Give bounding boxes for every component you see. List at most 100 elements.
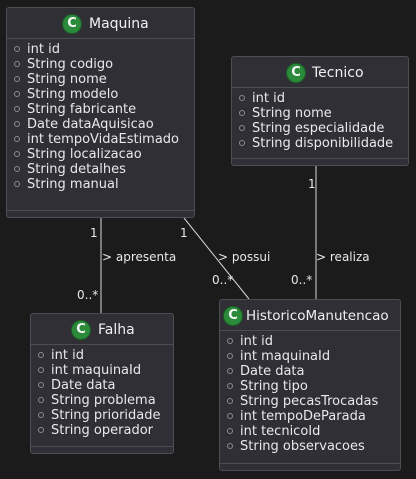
field-text: int tempoDeParada <box>240 409 366 424</box>
field: String manual <box>7 177 194 192</box>
field-text: String nome <box>27 72 107 87</box>
class-historico-manutencao[interactable]: C HistoricoManutencao int id int maquina… <box>219 299 401 471</box>
relation-label-possui: > possui <box>218 250 270 264</box>
field: String fabricante <box>7 102 194 117</box>
public-visibility-icon <box>239 95 245 101</box>
multiplicity-label: 1 <box>90 226 98 240</box>
class-icon: C <box>62 14 82 34</box>
public-visibility-icon <box>14 46 20 52</box>
multiplicity-label: 0..* <box>291 273 313 287</box>
field-text: int tempoVidaEstimado <box>27 132 180 147</box>
field: String localizacao <box>7 147 194 162</box>
class-tecnico-header: C Tecnico <box>232 57 408 88</box>
public-visibility-icon <box>14 106 20 112</box>
direction-arrow-icon: > <box>316 250 327 264</box>
multiplicity-label: 0..* <box>77 288 99 302</box>
field-text: String observacoes <box>240 439 365 454</box>
field: String prioridade <box>31 408 173 423</box>
public-visibility-icon <box>14 76 20 82</box>
public-visibility-icon <box>14 91 20 97</box>
public-visibility-icon <box>227 413 233 419</box>
public-visibility-icon <box>38 352 44 358</box>
public-visibility-icon <box>14 181 20 187</box>
public-visibility-icon <box>227 428 233 434</box>
class-falha[interactable]: C Falha int id int maquinaId Date data S… <box>30 313 174 454</box>
class-tecnico[interactable]: C Tecnico int id String nome String espe… <box>231 56 409 166</box>
public-visibility-icon <box>38 367 44 373</box>
field-text: int tecnicoId <box>240 424 321 439</box>
class-icon: C <box>71 320 91 340</box>
public-visibility-icon <box>14 136 20 142</box>
field: Date dataAquisicao <box>7 117 194 132</box>
field-text: Date data <box>51 378 116 393</box>
field-text: String modelo <box>27 87 119 102</box>
field: String detalhes <box>7 162 194 177</box>
public-visibility-icon <box>227 353 233 359</box>
multiplicity-label: 1 <box>308 177 316 191</box>
relation-label-text: apresenta <box>115 250 177 264</box>
field: String problema <box>31 393 173 408</box>
field: int maquinaId <box>31 363 173 378</box>
field: String modelo <box>7 87 194 102</box>
public-visibility-icon <box>239 110 245 116</box>
class-falha-fields: int id int maquinaId Date data String pr… <box>31 345 173 438</box>
relation-label-apresenta: > apresenta <box>102 250 176 264</box>
field: int id <box>7 42 194 57</box>
field-text: int id <box>27 42 60 57</box>
relation-label-realiza: > realiza <box>316 250 370 264</box>
direction-arrow-icon: > <box>102 250 113 264</box>
field-text: int maquinaId <box>240 349 331 364</box>
class-tecnico-name: Tecnico <box>312 65 364 81</box>
class-historico-manutencao-name: HistoricoManutencao <box>246 308 389 324</box>
class-icon: C <box>286 63 306 83</box>
multiplicity-label: 1 <box>180 226 188 240</box>
relation-line-possui <box>183 217 250 300</box>
public-visibility-icon <box>227 338 233 344</box>
field: Date data <box>31 378 173 393</box>
field: Date data <box>220 364 400 379</box>
field-text: String problema <box>51 393 156 408</box>
field-text: String codigo <box>27 57 114 72</box>
field: int id <box>31 348 173 363</box>
public-visibility-icon <box>227 398 233 404</box>
field: int id <box>220 334 400 349</box>
public-visibility-icon <box>38 427 44 433</box>
public-visibility-icon <box>239 140 245 146</box>
field-text: String detalhes <box>27 162 126 177</box>
field-text: String nome <box>252 106 332 121</box>
public-visibility-icon <box>227 368 233 374</box>
class-tecnico-fields: int id String nome String especialidade … <box>232 88 408 151</box>
field: int id <box>232 91 408 106</box>
field: String tipo <box>220 379 400 394</box>
field-text: String manual <box>27 177 119 192</box>
class-methods-divider <box>232 158 408 159</box>
field-text: int id <box>51 348 84 363</box>
class-falha-name: Falha <box>98 322 135 338</box>
field-text: String disponibilidade <box>252 136 394 151</box>
class-icon: C <box>223 306 243 326</box>
public-visibility-icon <box>227 443 233 449</box>
public-visibility-icon <box>38 412 44 418</box>
public-visibility-icon <box>227 383 233 389</box>
multiplicity-label: 0..* <box>212 273 234 287</box>
field-text: int maquinaId <box>51 363 142 378</box>
field: String nome <box>7 72 194 87</box>
public-visibility-icon <box>38 382 44 388</box>
class-historico-manutencao-fields: int id int maquinaId Date data String ti… <box>220 331 400 454</box>
class-maquina-fields: int id String codigo String nome String … <box>7 39 194 192</box>
public-visibility-icon <box>14 61 20 67</box>
field-text: String operador <box>51 423 153 438</box>
field: String observacoes <box>220 439 400 454</box>
field-text: Date dataAquisicao <box>27 117 154 132</box>
field-text: String pecasTrocadas <box>240 394 379 409</box>
class-maquina[interactable]: C Maquina int id String codigo String no… <box>6 7 195 218</box>
field-text: String especialidade <box>252 121 385 136</box>
class-maquina-header: C Maquina <box>7 8 194 39</box>
field: String operador <box>31 423 173 438</box>
field-text: Date data <box>240 364 305 379</box>
field-text: String prioridade <box>51 408 161 423</box>
class-methods-divider <box>7 210 194 211</box>
public-visibility-icon <box>14 121 20 127</box>
public-visibility-icon <box>239 125 245 131</box>
